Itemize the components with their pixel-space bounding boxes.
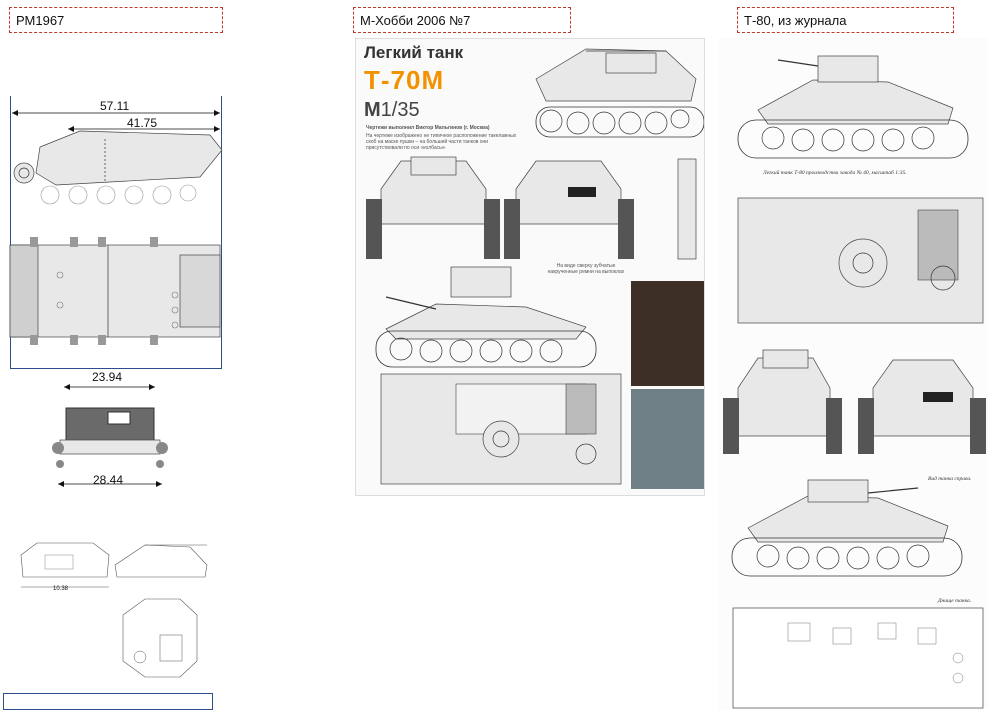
journal-caption-2: Вид танка справа.	[928, 476, 972, 482]
cad-front-view	[52, 384, 168, 487]
cad-turret-views	[20, 542, 208, 678]
label-mhobby: М-Хобби 2006 №7	[353, 7, 571, 33]
magazine-note: На чертеже изображено не типичное распол…	[366, 133, 517, 151]
magazine-side-note: На виде сверху зубчатые накрученные ремн…	[547, 263, 625, 275]
dim-track-width: 28.44	[93, 473, 124, 487]
scale-rest: 1/35	[380, 99, 420, 121]
journal-drawings	[723, 55, 986, 709]
dim-total-length: 57.11	[100, 99, 130, 113]
label-t80: Т-80, из журнала	[737, 7, 954, 33]
cad-side-top-view	[9, 110, 223, 345]
journal-caption-3: Днище танка.	[938, 598, 972, 604]
empty-blue-box	[3, 693, 213, 710]
magazine-page: Легкий танк Т-70М М1/35 Чертежи выполнил…	[355, 38, 705, 496]
magazine-scale: М1/35	[364, 99, 420, 122]
dim-hull-length: 41.75	[127, 116, 158, 130]
scale-m: М	[364, 99, 381, 121]
interior-photo-2	[631, 389, 704, 489]
magazine-author: Чертежи выполнил Виктор Мальгинов (г. Мо…	[366, 125, 490, 131]
journal-page: Легкий танк Т-80 производства завода № 4…	[718, 38, 988, 710]
journal-caption-1: Легкий танк Т-80 производства завода № 4…	[763, 170, 907, 176]
cad-frame	[10, 96, 222, 369]
magazine-drawings	[366, 48, 704, 485]
dim-front-width: 23.94	[92, 370, 123, 384]
magazine-subtitle: Легкий танк	[364, 43, 464, 62]
interior-photo-1	[631, 281, 704, 386]
magazine-title: Т-70М	[364, 65, 445, 95]
dim-small: 10.38	[53, 586, 69, 592]
label-rm1967: РМ1967	[9, 7, 223, 33]
